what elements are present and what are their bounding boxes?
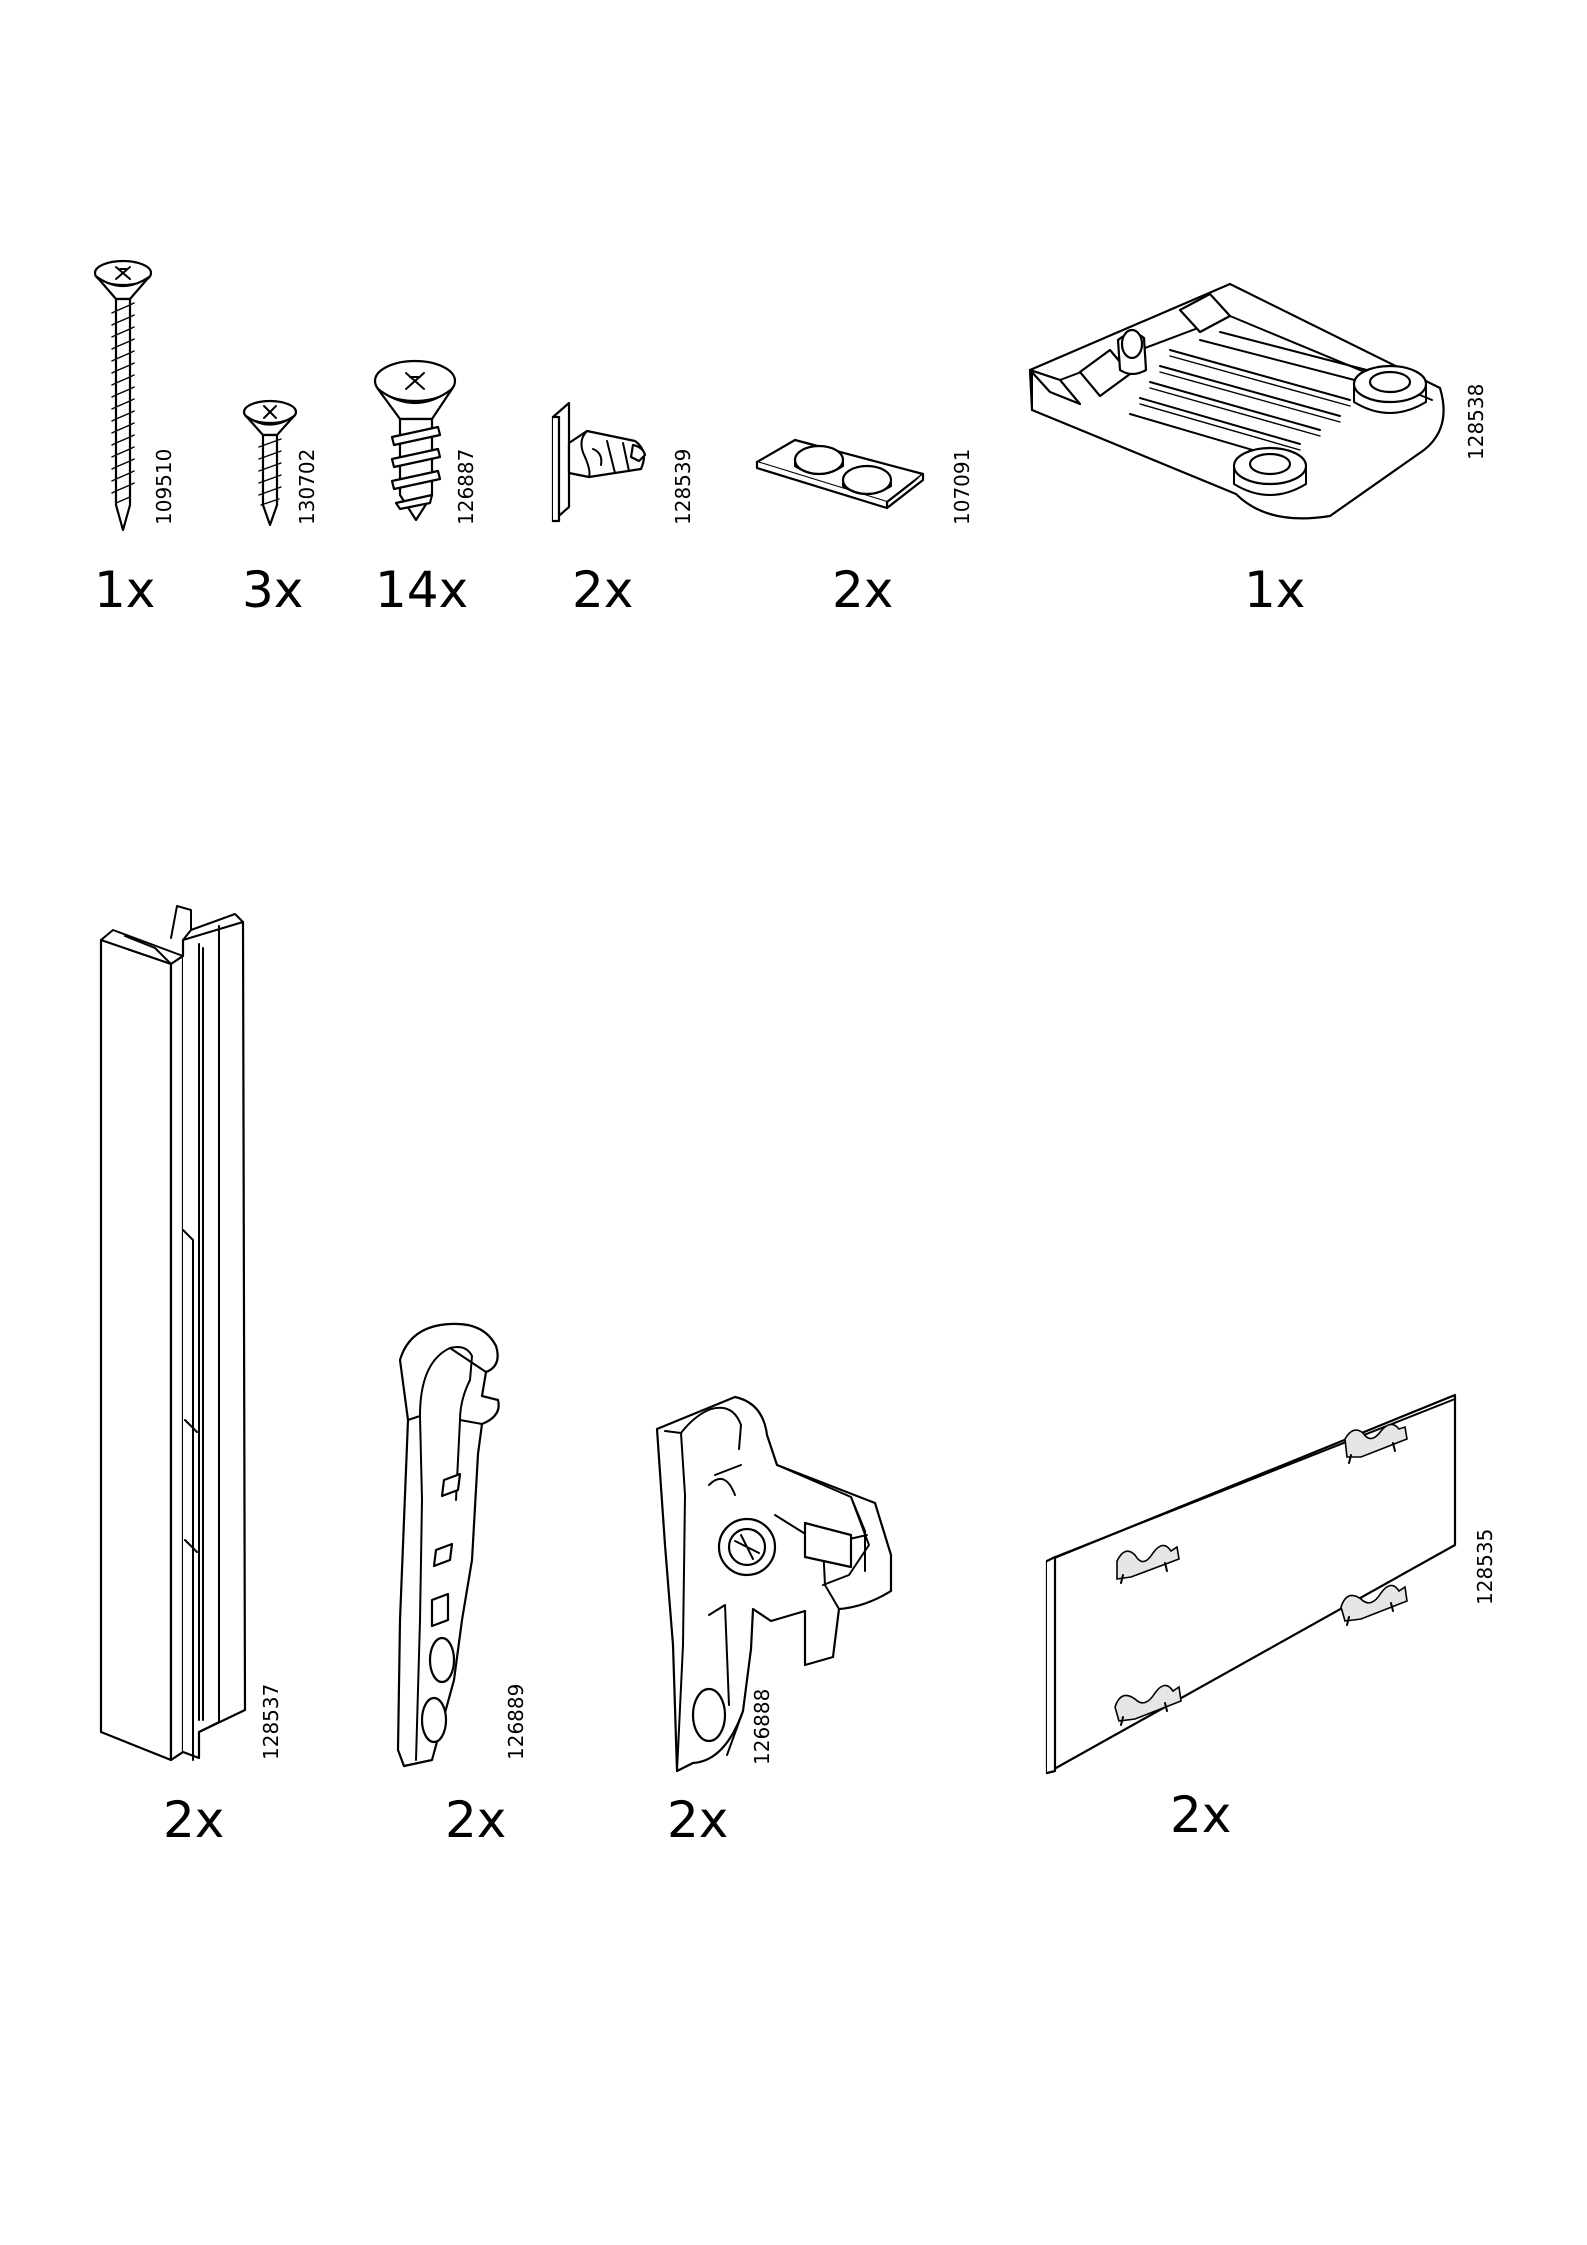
part-number: 126887 — [456, 449, 476, 525]
channel-rail-icon — [95, 900, 255, 1780]
felt-pads-icon — [755, 430, 935, 520]
part-number: 126888 — [752, 1689, 772, 1765]
part-130702: 130702 3x — [235, 395, 355, 615]
part-128538: 128538 1x — [1020, 280, 1490, 615]
part-126887: 126887 14x — [370, 355, 500, 615]
part-128539: 128539 2x — [545, 395, 705, 615]
drawer-tray-bracket-icon — [1020, 280, 1460, 530]
part-number: 128535 — [1475, 1529, 1495, 1605]
quantity-label: 2x — [572, 565, 633, 615]
part-number: 128538 — [1466, 384, 1486, 460]
quantity-label: 14x — [375, 565, 468, 615]
part-128537: 128537 2x — [95, 900, 295, 1850]
long-wood-screw-icon — [80, 255, 160, 535]
clip-panel-icon — [1045, 1385, 1465, 1785]
part-number: 107091 — [952, 449, 972, 525]
quantity-label: 1x — [1244, 565, 1305, 615]
part-number: 128537 — [261, 1684, 281, 1760]
part-126888: 126888 2x — [655, 1395, 945, 1850]
plastic-dowel-icon — [545, 395, 665, 530]
part-107091: 107091 2x — [755, 430, 985, 615]
quantity-label: 2x — [163, 1795, 224, 1845]
part-number: 130702 — [297, 449, 317, 525]
part-109510: 109510 1x — [80, 255, 200, 615]
quantity-label: 2x — [832, 565, 893, 615]
part-number: 109510 — [154, 449, 174, 525]
quantity-label: 2x — [445, 1795, 506, 1845]
quantity-label: 1x — [94, 565, 155, 615]
quantity-label: 2x — [1170, 1790, 1231, 1840]
part-number: 126889 — [506, 1684, 526, 1760]
quantity-label: 3x — [242, 565, 303, 615]
part-126889: 126889 2x — [390, 1320, 580, 1850]
part-128535: 128535 2x — [1045, 1385, 1515, 1850]
rear-bracket-icon — [655, 1395, 925, 1775]
quantity-label: 2x — [667, 1795, 728, 1845]
part-number: 128539 — [673, 449, 693, 525]
